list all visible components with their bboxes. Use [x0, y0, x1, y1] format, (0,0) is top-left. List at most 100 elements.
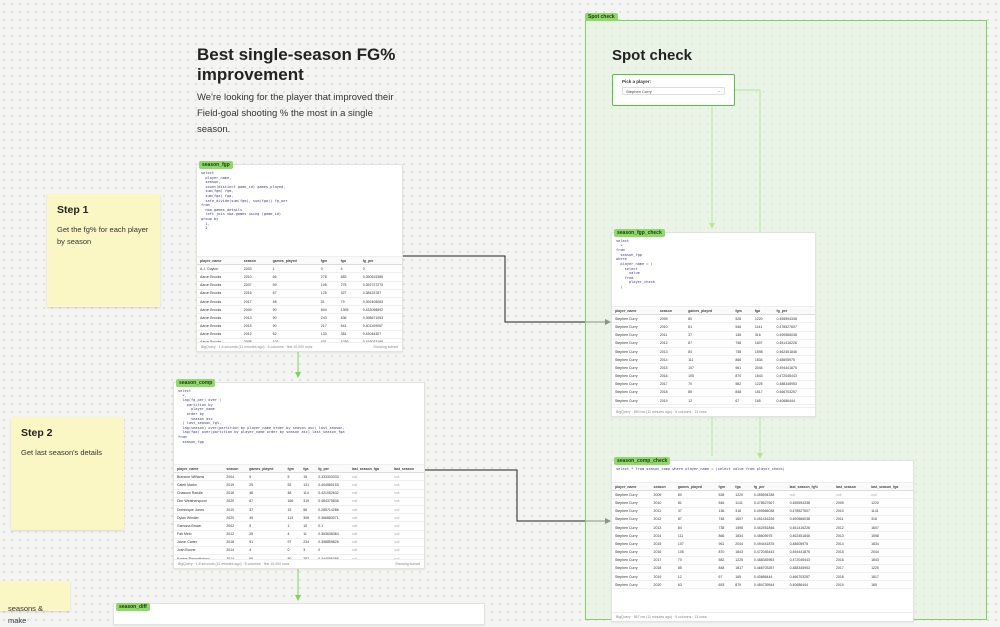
cell-tag-season-comp[interactable]: season_comp [176, 379, 216, 387]
column-header[interactable]: fg_per [750, 483, 787, 492]
table-cell: 84 [674, 523, 716, 533]
table-cell: Josh Boone [174, 546, 224, 556]
column-header[interactable]: player_name [197, 257, 241, 266]
table-cell: 166 [284, 497, 301, 506]
cell-tag-bottom[interactable]: season_diff [116, 603, 150, 611]
table-cell: 1607 [751, 339, 774, 348]
table-cell: 1834 [868, 539, 913, 549]
table-cell: 66 [269, 272, 318, 282]
column-header[interactable]: player_name [174, 465, 224, 474]
table-cell: Stephen Curry [612, 548, 651, 557]
sql-editor[interactable]: select player_name, season, count(distin… [197, 165, 402, 257]
table-cell: 12 [674, 572, 716, 582]
column-header[interactable]: fg_per [359, 257, 402, 266]
column-header[interactable]: season [223, 465, 247, 474]
table-cell: 653 [715, 580, 733, 590]
table-cell: 0.366883071 [315, 513, 349, 523]
frame-label[interactable]: Spot check [585, 13, 618, 21]
column-header[interactable]: player_name [612, 307, 657, 316]
table-cell: 1598 [751, 347, 774, 357]
table-cell: 0.48605975 [786, 539, 833, 549]
column-header[interactable]: fga [337, 257, 360, 266]
cell-tag-season-fgp-check[interactable]: season_fgp_check [614, 229, 665, 237]
column-header[interactable]: fga [732, 483, 751, 492]
table-cell: 2015 [650, 539, 675, 549]
table-cell: 0.363636364 [315, 530, 349, 539]
column-header[interactable]: season [650, 483, 675, 492]
column-header[interactable]: last_season_fga [868, 483, 913, 492]
cell-footer: BigQuery · 1.8 seconds (11 minutes ago) … [174, 559, 424, 568]
table-cell: null [390, 538, 424, 547]
table-cell: 0.401109057 [359, 322, 402, 331]
cell-tag-season-fgp[interactable]: season_fgp [199, 161, 233, 169]
table-cell: 111 [685, 355, 733, 365]
table-cell: 2016 [240, 289, 270, 298]
table-cell: 0.488345953 [773, 380, 815, 389]
table-cell: 316 [751, 331, 774, 340]
table-cell: 1817 [751, 388, 774, 398]
table-cell: 0 [317, 264, 338, 274]
column-header[interactable]: last_season [390, 465, 424, 474]
column-header[interactable]: games_played [246, 465, 285, 474]
table-cell: 0.455594338 [773, 314, 815, 324]
sql-editor[interactable]: select * from season_comp where player_n… [612, 461, 913, 483]
column-header[interactable]: season [240, 257, 270, 266]
column-header[interactable]: last_season [832, 483, 869, 492]
table-cell: 1834 [751, 355, 774, 365]
column-header[interactable]: games_played [685, 307, 733, 316]
column-header[interactable]: last_season_fga [348, 465, 391, 474]
column-header[interactable]: fga [751, 307, 774, 316]
table-cell: null [348, 538, 391, 547]
table-cell: 80 [674, 490, 716, 500]
column-header[interactable]: fg_per [773, 307, 815, 316]
edge-fgp-to-check [401, 255, 611, 325]
cell-tag-season-comp-check[interactable]: season_comp_check [614, 457, 671, 465]
table-cell: 0.478527607 [750, 498, 787, 508]
table-cell: 111 [674, 531, 716, 541]
column-header[interactable]: fgm [284, 465, 301, 474]
sql-editor[interactable]: select * from season_fgp where player_na… [612, 233, 815, 307]
sql-cell-season-fgp[interactable]: select player_name, season, count(distin… [196, 164, 403, 352]
player-select[interactable]: Stephen Curry ⌄ [622, 87, 725, 95]
sticky-note-step-2[interactable]: Step 2 Get last season's details [11, 417, 124, 530]
column-header[interactable]: fgm [732, 307, 752, 316]
table-cell: 546 [715, 498, 733, 508]
column-header[interactable]: player_name [612, 483, 651, 492]
table-cell: null [390, 480, 424, 490]
sql-cell-season-fgp-check[interactable]: select * from season_fgp where player_na… [611, 232, 816, 417]
column-header[interactable]: games_played [674, 483, 716, 492]
column-header[interactable]: season [656, 307, 686, 316]
cell-status: BigQuery · 1.6 seconds (11 minutes ago) … [201, 345, 313, 349]
table-cell: Brandon Williams [174, 472, 224, 482]
sql-cell-bottom[interactable] [113, 603, 485, 625]
table-cell: 0.484739544 [750, 580, 787, 590]
column-header[interactable]: fg_per [315, 465, 349, 474]
column-header[interactable]: fga [300, 465, 316, 474]
sticky-note-step-3[interactable]: seasons & make [0, 581, 70, 625]
table-cell: 2017 [240, 297, 270, 307]
table-cell: Aaron Brooks [197, 297, 241, 307]
sql-cell-season-comp-check[interactable]: select * from season_comp where player_n… [611, 460, 914, 622]
sticky-note-step-1[interactable]: Step 1 Get the fg% for each player by se… [47, 194, 160, 307]
table-cell: 381 [337, 330, 360, 339]
column-header[interactable]: fgm [317, 257, 338, 266]
table-cell: 0.392405063 [359, 297, 402, 307]
table-cell: 0.40686444 [750, 572, 787, 582]
column-header[interactable]: fgm [715, 483, 733, 492]
column-header[interactable]: games_played [269, 257, 318, 266]
column-header[interactable]: last_season_fg% [786, 483, 833, 492]
sql-cell-season-comp[interactable]: select *, lag(fg_per) over ( partition b… [173, 382, 425, 569]
sql-editor[interactable]: select *, lag(fg_per) over ( partition b… [174, 383, 424, 465]
table-cell: 0.390615385 [359, 272, 402, 282]
table-cell: 275 [337, 281, 360, 290]
table-cell: Stephen Curry [612, 572, 651, 582]
table-cell: 67 [269, 289, 318, 298]
player-picker[interactable]: Pick a player: Stephen Curry ⌄ [612, 74, 735, 106]
table-cell: null [348, 489, 391, 498]
